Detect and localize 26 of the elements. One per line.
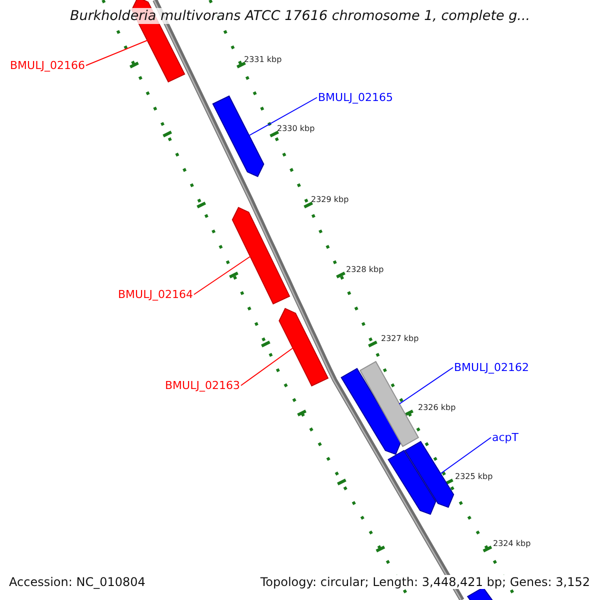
- gene-label: acpT: [492, 431, 518, 444]
- gene-bar: [232, 206, 290, 304]
- gene-bar: [278, 308, 329, 386]
- gene-bar: [466, 586, 496, 600]
- leader-line: [398, 367, 454, 404]
- accession-text: Accession: NC_010804: [9, 575, 146, 589]
- gene-bar: [404, 440, 454, 508]
- gene-bar: [359, 360, 420, 448]
- leader-line: [438, 437, 492, 475]
- gene-bar: [388, 450, 436, 515]
- leader-line: [85, 40, 149, 66]
- gene-label: BMULJ_02163: [165, 379, 240, 392]
- gene-label: BMULJ_02162: [454, 361, 529, 374]
- gene-label: BMULJ_02164: [118, 288, 193, 301]
- gene-label: BMULJ_02165: [318, 91, 393, 104]
- position-label: 2327 kbp: [381, 334, 419, 343]
- position-label: 2324 kbp: [493, 539, 531, 548]
- gene-bar: [212, 95, 264, 178]
- leader-line: [248, 97, 318, 136]
- position-label: 2331 kbp: [244, 55, 282, 64]
- leader-line: [193, 256, 252, 295]
- genome-info-text: Topology: circular; Length: 3,448,421 bp; Genes: 3,152: [260, 575, 590, 589]
- gene-bar: [340, 368, 402, 455]
- leader-line: [240, 347, 294, 386]
- position-label: 2328 kbp: [346, 265, 384, 274]
- gene-label: BMULJ_02166: [10, 59, 85, 72]
